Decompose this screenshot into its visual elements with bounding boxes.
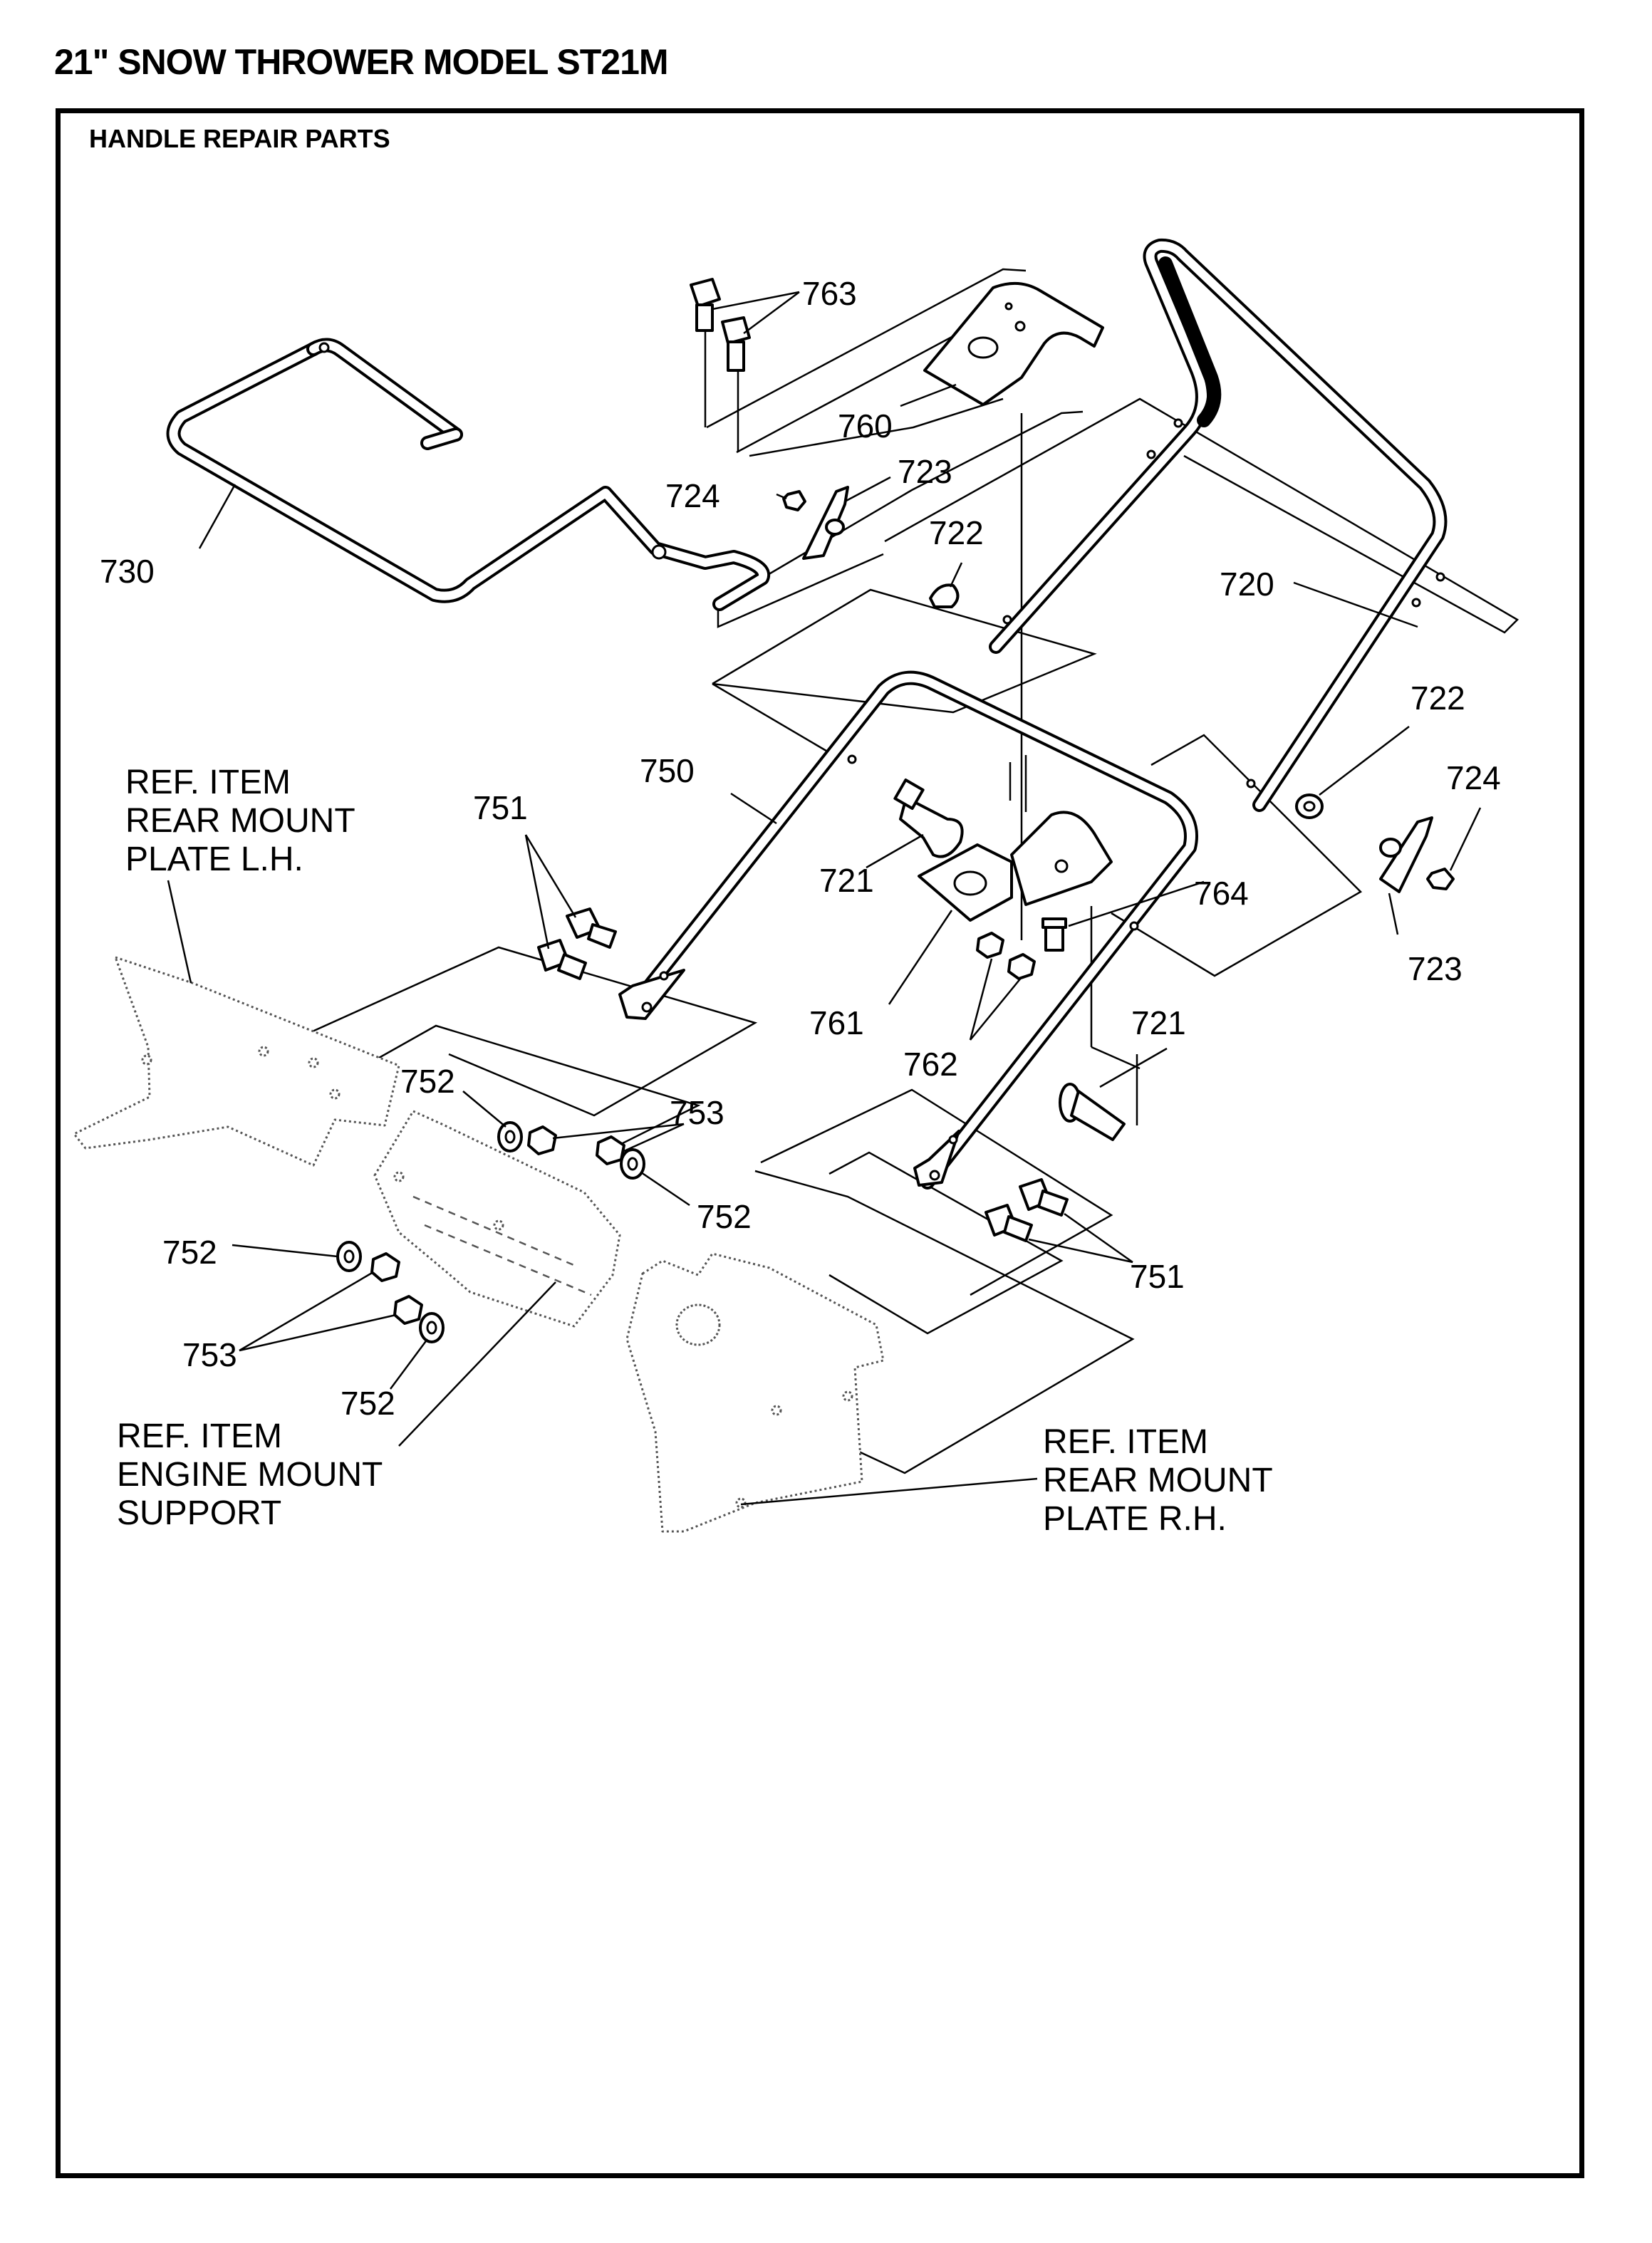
callout-753-a: 753: [670, 1094, 724, 1131]
svg-text:SUPPORT: SUPPORT: [117, 1494, 281, 1532]
part-722-washer-right: [1295, 793, 1324, 819]
callout-723-right: 723: [1408, 950, 1463, 987]
callout-751-right: 751: [1130, 1258, 1185, 1295]
part-750-lower-handle: [618, 670, 1198, 1190]
part-724-nut-left: [782, 490, 806, 511]
ref-label-engine-mount: REF. ITEM ENGINE MOUNT SUPPORT: [117, 1417, 383, 1532]
part-761-lower-guide: [918, 811, 1113, 922]
part-762-nuts: [976, 932, 1036, 980]
callout-752-d: 752: [341, 1385, 395, 1422]
svg-text:PLATE L.H.: PLATE L.H.: [125, 841, 303, 878]
callout-764: 764: [1194, 875, 1249, 912]
part-722-washer-left: [929, 583, 960, 608]
callout-753-b: 753: [182, 1336, 237, 1373]
leader-lines: [167, 291, 1482, 1506]
callout-721-upper: 721: [819, 862, 874, 899]
callout-721-lower: 721: [1131, 1004, 1186, 1041]
svg-text:ENGINE MOUNT: ENGINE MOUNT: [117, 1456, 383, 1494]
part-730-chute-rod: [166, 338, 771, 611]
ref-engine-mount-support: [373, 1110, 621, 1328]
ref-rear-mount-plate-lh: [73, 956, 400, 1167]
svg-text:REF. ITEM: REF. ITEM: [1043, 1423, 1208, 1461]
part-751-bolts-right: [985, 1178, 1069, 1242]
part-751-bolts-left: [537, 907, 617, 980]
svg-text:REAR MOUNT: REAR MOUNT: [125, 802, 355, 840]
part-723-knob-left: [802, 486, 849, 560]
callout-751-left: 751: [473, 789, 528, 826]
callout-labels: 763 760 723 724 722 730 720 722 724 750 …: [100, 275, 1501, 1422]
part-723-knob-right: [1379, 816, 1433, 893]
part-753-nuts: [370, 1125, 625, 1325]
callout-724-left: 724: [665, 477, 720, 514]
ref-rear-mount-plate-rh: [625, 1252, 885, 1533]
svg-text:REAR MOUNT: REAR MOUNT: [1043, 1462, 1273, 1499]
part-760-upper-guide: [923, 281, 1104, 406]
callout-750: 750: [640, 752, 695, 789]
callout-752-b: 752: [697, 1198, 752, 1235]
svg-text:PLATE R.H.: PLATE R.H.: [1043, 1500, 1227, 1538]
part-763-bolts: [690, 278, 751, 372]
callout-730: 730: [100, 553, 155, 590]
page-title: 21" SNOW THROWER MODEL ST21M: [54, 42, 669, 82]
callout-760: 760: [838, 407, 893, 444]
callout-724-right: 724: [1446, 759, 1501, 796]
callout-752-c: 752: [162, 1234, 217, 1271]
ref-label-rear-mount-rh: REF. ITEM REAR MOUNT PLATE R.H.: [1043, 1423, 1273, 1538]
callout-761: 761: [809, 1004, 864, 1041]
assembly-guide-lines: [293, 268, 1519, 1474]
part-721-bolt-lower: [1059, 1083, 1126, 1141]
part-764-screw: [1041, 917, 1067, 952]
callout-762: 762: [903, 1046, 958, 1083]
part-724-nut-right: [1426, 868, 1455, 890]
svg-text:REF. ITEM: REF. ITEM: [117, 1417, 282, 1455]
callout-763: 763: [802, 275, 857, 312]
callout-752-a: 752: [400, 1063, 455, 1100]
section-heading: HANDLE REPAIR PARTS: [89, 124, 390, 153]
callout-723-left: 723: [898, 453, 952, 490]
callout-722-left: 722: [929, 514, 984, 551]
part-752-washers: [336, 1121, 645, 1343]
part-720-upper-handle: [989, 238, 1448, 812]
callout-722-right: 722: [1411, 680, 1465, 717]
diagram-frame: [56, 108, 1584, 2178]
callout-720: 720: [1220, 566, 1274, 603]
svg-text:REF. ITEM: REF. ITEM: [125, 764, 291, 801]
ref-label-rear-mount-lh: REF. ITEM REAR MOUNT PLATE L.H.: [125, 764, 355, 878]
part-721-bolt-upper: [893, 779, 964, 858]
